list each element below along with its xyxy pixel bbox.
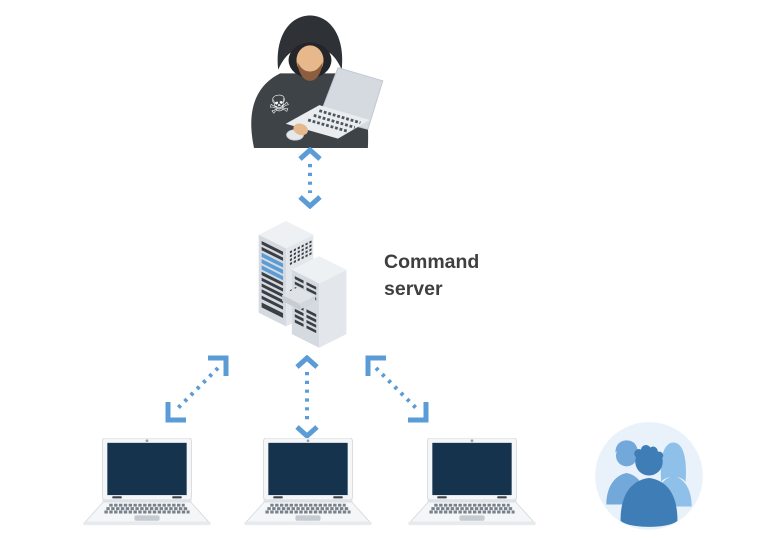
laptop-svg [244,437,372,526]
user-center-silhouette [620,444,678,527]
face [296,45,324,76]
trackpad [134,515,160,521]
command-server-label: Command server [384,251,480,300]
webcam-icon [306,439,310,443]
users-svg [595,422,703,530]
laptop-svg [408,437,536,526]
infected-laptop-2-icon [240,437,376,527]
laptop-screen [432,442,512,496]
user-group-icon [588,419,710,533]
hacker-icon: ☠ [226,8,394,148]
laptop-svg [83,437,211,526]
tall-tower-top [258,221,314,249]
hacker-laptop-deck [285,105,370,139]
infected-laptop-3-icon [404,437,540,527]
command-server-icon [247,213,364,350]
server-tray [282,287,316,310]
short-tower-left-face [291,269,320,348]
skull-print-icon: ☠ [266,88,292,120]
webcam-icon [145,439,149,443]
short-tower-right-face [319,269,347,348]
hand [293,123,308,136]
short-tower-top [291,256,347,284]
beard [297,62,323,81]
laptop-screen [268,442,348,496]
hacker-laptop-keys [307,109,361,133]
arrow-server-laptop-3 [365,355,429,423]
hacker-svg: ☠ [251,15,384,148]
laptop-screen [107,442,187,496]
server-svg [258,221,347,348]
trackpad [295,515,321,521]
arrow-hacker-server [298,147,322,209]
trackpad [459,515,485,521]
keyboard [104,503,190,514]
webcam-icon [470,439,474,443]
arrow-server-laptop-2 [295,355,319,439]
infected-laptop-1-icon [79,437,215,527]
tall-tower-left-face [258,234,286,327]
arrow-server-laptop-1 [165,355,229,423]
